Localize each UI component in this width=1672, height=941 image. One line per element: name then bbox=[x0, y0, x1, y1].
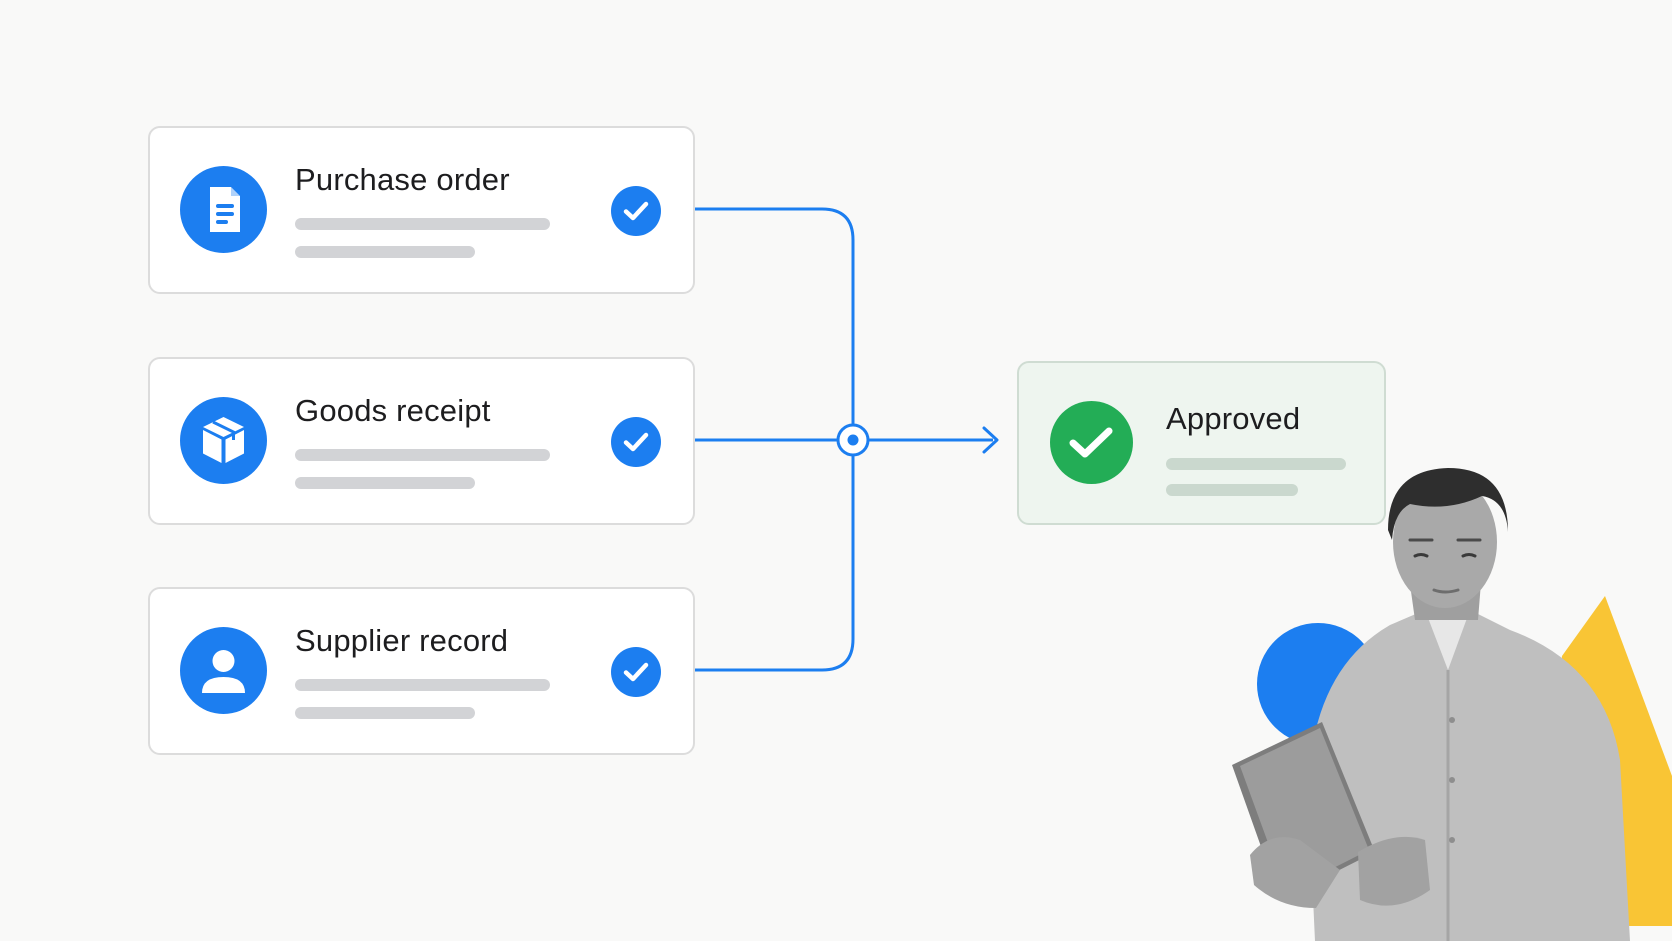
placeholder-line bbox=[295, 679, 550, 691]
placeholder-line bbox=[295, 218, 550, 230]
check-icon bbox=[611, 186, 661, 236]
person-with-tablet-illustration bbox=[1232, 468, 1630, 941]
goods-receipt-card: Goods receipt bbox=[148, 357, 695, 525]
connector-top bbox=[695, 207, 855, 440]
connector-bottom bbox=[695, 440, 855, 672]
approved-card: Approved bbox=[1017, 361, 1386, 525]
check-icon bbox=[1050, 401, 1133, 484]
card-title: Supplier record bbox=[295, 623, 509, 658]
check-icon bbox=[611, 417, 661, 467]
card-title: Approved bbox=[1166, 401, 1301, 436]
user-icon bbox=[180, 627, 267, 714]
arrow-head-icon bbox=[982, 426, 999, 454]
card-title: Goods receipt bbox=[295, 393, 491, 428]
placeholder-line bbox=[295, 449, 550, 461]
purchase-order-card: Purchase order bbox=[148, 126, 695, 294]
junction-dot bbox=[847, 434, 859, 446]
placeholder-line bbox=[295, 707, 475, 719]
check-icon bbox=[611, 647, 661, 697]
card-title: Purchase order bbox=[295, 162, 510, 197]
placeholder-line bbox=[295, 477, 475, 489]
placeholder-line bbox=[1166, 484, 1298, 496]
package-icon bbox=[180, 397, 267, 484]
supplier-record-card: Supplier record bbox=[148, 587, 695, 755]
document-icon bbox=[180, 166, 267, 253]
placeholder-line bbox=[1166, 458, 1346, 470]
placeholder-line bbox=[295, 246, 475, 258]
